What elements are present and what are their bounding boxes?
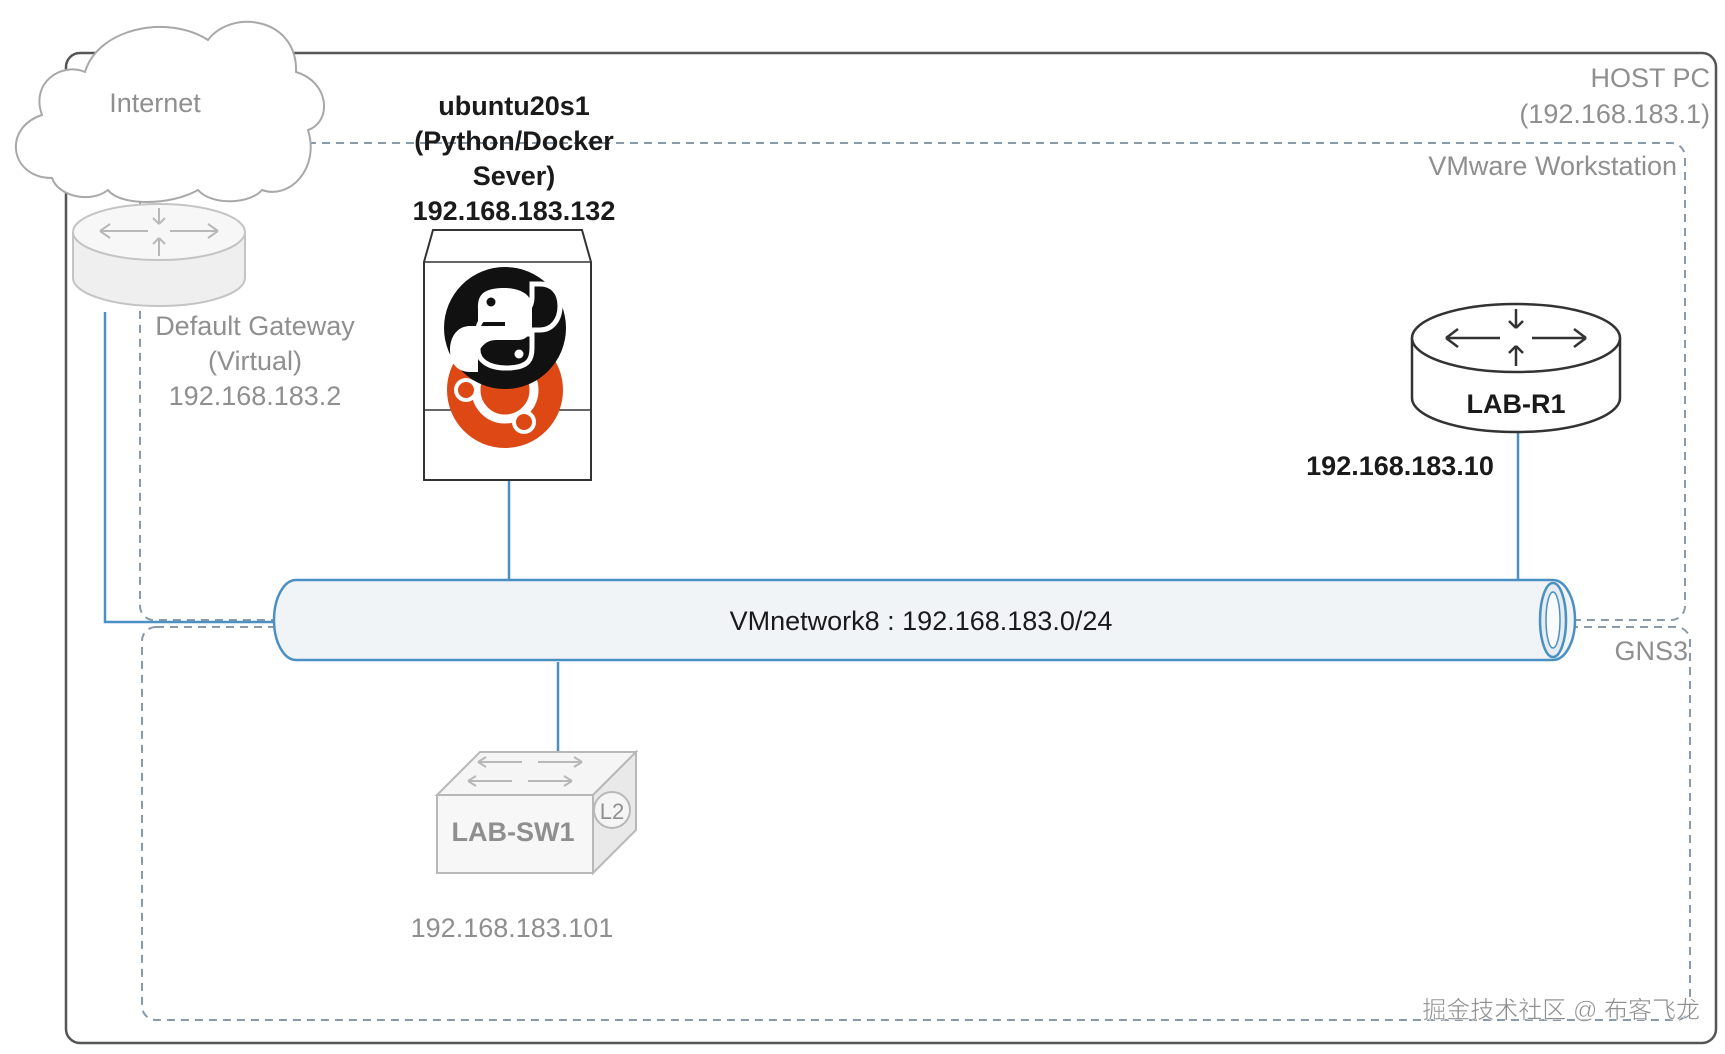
ubuntu-server-icon <box>423 229 592 481</box>
vmnetwork8-label: VMnetwork8 : 192.168.183.0/24 <box>730 606 1113 636</box>
lab-r1-router-icon <box>1410 302 1622 434</box>
host-pc-label: HOST PC <box>1590 63 1710 93</box>
internet-cloud-icon <box>14 20 326 203</box>
gateway-router-icon <box>72 203 246 307</box>
server-label-line1: ubuntu20s1 <box>438 91 590 121</box>
gateway-router-arrows <box>99 208 219 256</box>
server-label-line3: Sever) <box>473 161 556 191</box>
gns3-label: GNS3 <box>1614 636 1688 666</box>
l2-badge-label: L2 <box>600 799 624 824</box>
lab-sw1-name: LAB-SW1 <box>452 817 575 847</box>
lab-sw1-ip: 192.168.183.101 <box>411 913 614 943</box>
lab-r1-name: LAB-R1 <box>1467 389 1566 419</box>
lab-r1-ip: 192.168.183.10 <box>1306 451 1494 481</box>
gateway-label-line1: Default Gateway <box>155 311 355 341</box>
server-label-line2: (Python/Docker <box>414 126 614 156</box>
watermark: 掘金技术社区 @ 布客飞龙 <box>1422 997 1700 1024</box>
host-pc-ip: (192.168.183.1) <box>1519 99 1710 129</box>
host-pc-frame <box>64 51 1718 1045</box>
gateway-link <box>103 312 280 624</box>
links <box>103 312 1520 757</box>
vmware-workstation-region <box>139 142 1686 621</box>
vmnetwork8-tube <box>272 578 1577 662</box>
l2-badge-icon <box>593 791 631 829</box>
gateway-label-line2: (Virtual) <box>208 346 302 376</box>
lab-sw1-switch-icon <box>434 749 639 876</box>
vmware-workstation-label: VMware Workstation <box>1428 151 1677 181</box>
server-ip: 192.168.183.132 <box>413 196 616 226</box>
gateway-ip: 192.168.183.2 <box>169 381 342 411</box>
lab-sw1-arrows <box>467 756 583 787</box>
gns3-region <box>141 626 1691 1021</box>
python-logo-icon <box>444 267 566 389</box>
internet-label: Internet <box>109 88 201 118</box>
lab-r1-router-arrows <box>1445 309 1587 366</box>
